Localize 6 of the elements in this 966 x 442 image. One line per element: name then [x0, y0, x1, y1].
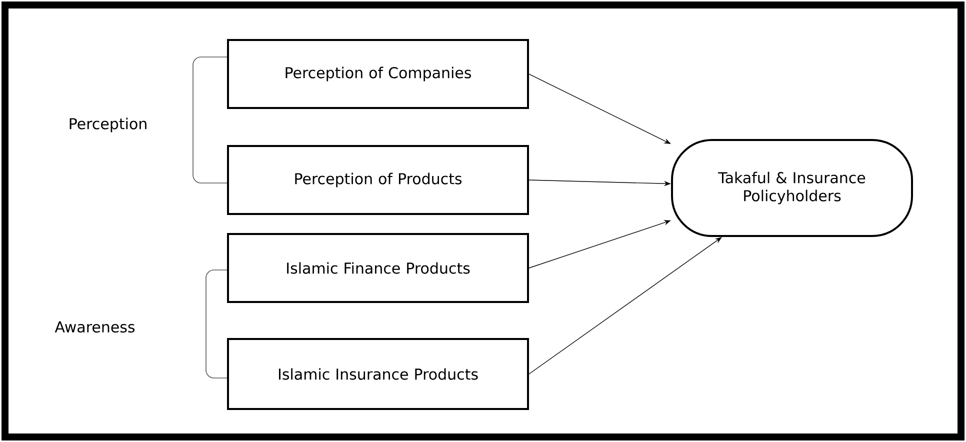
process-box: Perception of Companies	[227, 39, 529, 109]
process-box: Islamic Insurance Products	[227, 338, 529, 410]
group-label: Awareness	[54, 321, 135, 333]
process-box: Islamic Finance Products	[227, 233, 529, 303]
process-box: Perception of Products	[227, 145, 529, 215]
group-label: Perception	[70, 118, 146, 132]
